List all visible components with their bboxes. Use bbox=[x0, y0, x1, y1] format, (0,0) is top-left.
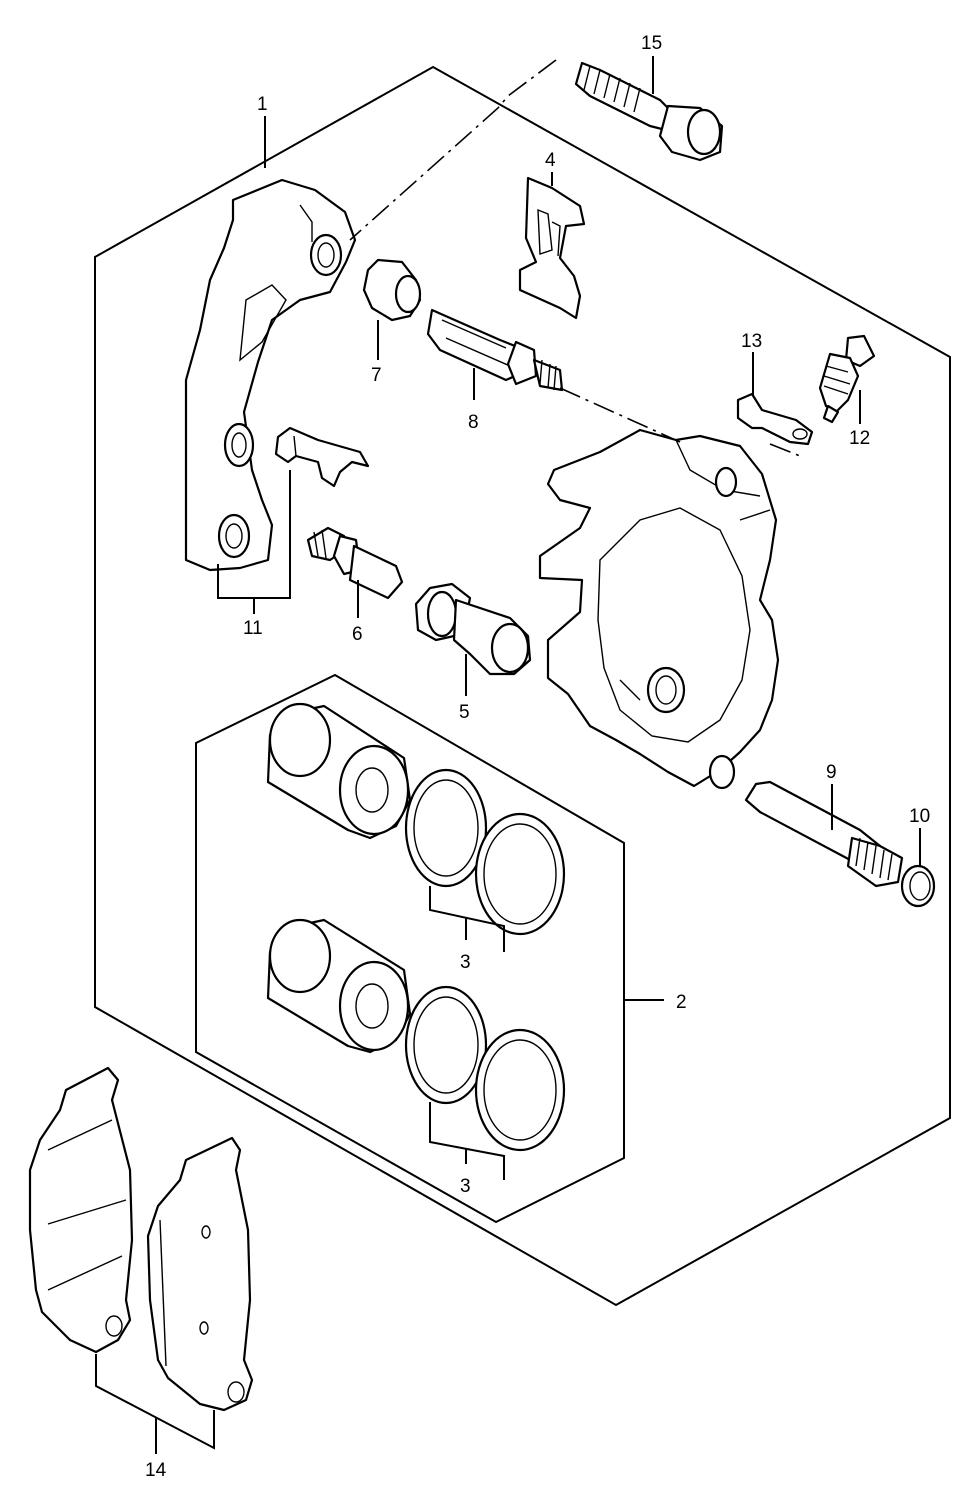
callout-2: 2 bbox=[676, 992, 687, 1013]
centerline-mount-bolt bbox=[349, 59, 557, 241]
leader-3a bbox=[429, 886, 505, 952]
guide-bolt-part bbox=[414, 582, 532, 676]
callout-15: 15 bbox=[641, 33, 662, 54]
bleeder-cap-part bbox=[736, 392, 814, 446]
callout-9: 9 bbox=[826, 762, 837, 783]
piston-upper-part bbox=[266, 702, 412, 840]
callout-1: 1 bbox=[257, 94, 268, 115]
callout-8: 8 bbox=[468, 412, 479, 433]
brake-pad-outer-part bbox=[28, 1066, 134, 1354]
callout-11: 11 bbox=[243, 618, 263, 639]
callout-4: 4 bbox=[545, 150, 556, 171]
pad-spring-part bbox=[518, 176, 586, 320]
piston-seal-upper-1-part bbox=[404, 768, 488, 888]
leader-11 bbox=[217, 470, 291, 614]
centerline-bleeder bbox=[769, 443, 801, 457]
piston-seal-upper-2-part bbox=[474, 812, 566, 936]
centerline-slide-pin bbox=[559, 387, 681, 443]
pad-clip-part bbox=[274, 426, 370, 488]
slide-pin-upper-part bbox=[426, 308, 564, 392]
caliper-assembly-frame bbox=[94, 65, 951, 1307]
piston-lower-part bbox=[266, 918, 412, 1054]
caliper-body-part bbox=[538, 428, 780, 790]
bleeder-screw-part bbox=[818, 334, 876, 424]
seal-kit-frame bbox=[195, 673, 625, 1224]
caliper-bracket-part bbox=[184, 178, 357, 572]
callout-3b: 3 bbox=[460, 1176, 471, 1197]
slide-bolt-cap-part bbox=[900, 864, 936, 908]
callout-3a: 3 bbox=[460, 952, 471, 973]
callout-5: 5 bbox=[459, 702, 470, 723]
callout-14: 14 bbox=[145, 1460, 167, 1481]
callout-10: 10 bbox=[909, 806, 930, 827]
piston-seal-lower-2-part bbox=[474, 1028, 566, 1152]
mount-bolt-part bbox=[574, 61, 724, 162]
leader-3b bbox=[429, 1102, 505, 1180]
slide-bolt-part bbox=[744, 780, 904, 888]
callout-7: 7 bbox=[371, 365, 382, 386]
brake-pad-inner-part bbox=[146, 1136, 254, 1412]
slide-pin-lower-part bbox=[306, 526, 404, 600]
callout-12: 12 bbox=[849, 428, 870, 449]
callout-13: 13 bbox=[741, 331, 762, 352]
boot-part bbox=[362, 258, 422, 322]
callout-6: 6 bbox=[352, 624, 363, 645]
piston-seal-lower-1-part bbox=[404, 985, 488, 1105]
leader-14 bbox=[95, 1354, 215, 1454]
